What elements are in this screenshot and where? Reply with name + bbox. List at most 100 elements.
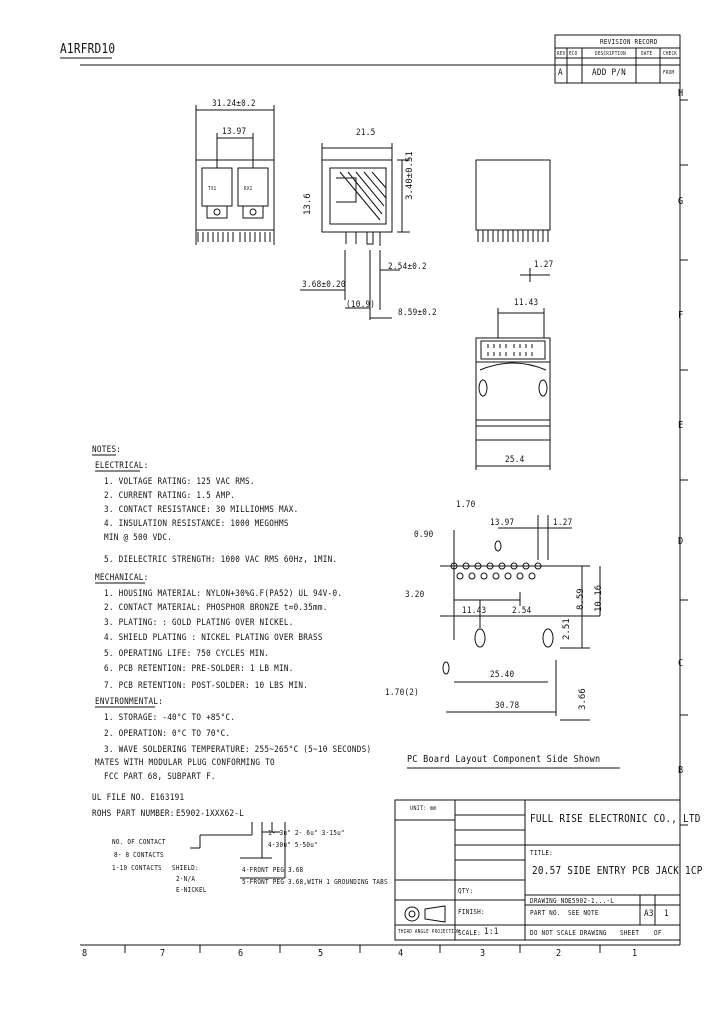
- zone-number-1: 1: [632, 948, 638, 959]
- fcc-note: FCC PART 68, SUBPART F.: [104, 772, 216, 782]
- dim-peg-length: 3.68±0.20: [302, 280, 346, 290]
- zone-letter-f: F: [678, 310, 684, 321]
- shield-option-nickel: E-NICKEL: [176, 886, 207, 894]
- environmental-note-1: 1. STORAGE: -40°C TO +85°C.: [104, 713, 236, 723]
- do-not-scale: DO NOT SCALE DRAWING: [530, 929, 607, 937]
- revision-header-eco: ECO: [569, 51, 578, 57]
- pcb-layout-caption: PC Board Layout Component Side Shown: [407, 754, 601, 765]
- mechanical-note-7: 7. PCB RETENTION: POST-SOLDER: 10 LBS MI…: [104, 681, 309, 691]
- sheet-size: A3: [644, 909, 654, 919]
- pcb-dim-8-59: 8.59: [576, 588, 586, 610]
- zone-number-5: 5: [318, 948, 324, 959]
- zone-number-3: 3: [480, 948, 486, 959]
- scale-value: 1:1: [484, 927, 499, 937]
- mechanical-note-1: 1. HOUSING MATERIAL: NYLON+30%G.F(PA52) …: [104, 589, 343, 599]
- pcb-dim-10-16: 10.16: [594, 584, 604, 612]
- part-number-value: E5902-1XXX62-L: [176, 809, 245, 819]
- revision-header-description: DESCRIPTION: [595, 51, 626, 57]
- electrical-note-5: 5. DIELECTRIC STRENGTH: 1000 VAC RMS 60H…: [104, 555, 338, 565]
- dim-height: 13.6: [303, 193, 313, 215]
- zone-letter-b: B: [678, 765, 684, 776]
- mechanical-header: MECHANICAL:: [95, 573, 149, 583]
- dim-bottom-width: 25.4: [505, 455, 525, 465]
- zone-letter-h: H: [678, 88, 684, 99]
- zone-letter-g: G: [678, 196, 684, 207]
- contacts-title: NO. OF CONTACT: [112, 838, 166, 846]
- drawing-title: 20.57 SIDE ENTRY PCB JACK 1CP: [532, 864, 703, 877]
- dim-side-length: 21.5: [356, 128, 376, 138]
- revision-title: REVISION RECORD: [600, 38, 658, 46]
- pcb-dim-2-51: 2.51: [562, 618, 572, 640]
- part-no-label: PART NO.: [530, 909, 561, 917]
- contacts-option-8: 8- 8 CONTACTS: [114, 851, 164, 859]
- pcb-dim-30-78: 30.78: [495, 701, 520, 711]
- part-no: SEE NOTE: [568, 909, 599, 917]
- projection-label: THIRD ANGLE PROJECTION: [398, 929, 460, 935]
- revision-header-date: DATE: [641, 51, 653, 57]
- revision-rev: A: [558, 68, 563, 78]
- plating-options-2: 4-30u" 5-50u": [268, 841, 318, 849]
- mechanical-note-4: 4. SHIELD PLATING : NICKEL PLATING OVER …: [104, 633, 323, 643]
- document-id: A1RFRD10: [60, 42, 116, 57]
- electrical-note-4: 4. INSULATION RESISTANCE: 1000 MEGOHMS: [104, 519, 289, 529]
- electrical-note-1: 1. VOLTAGE RATING: 125 VAC RMS.: [104, 477, 255, 487]
- mechanical-note-3: 3. PLATING: : GOLD PLATING OVER NICKEL.: [104, 618, 294, 628]
- pcb-dim-1-27: 1.27: [553, 518, 573, 528]
- zone-number-6: 6: [238, 948, 244, 959]
- of-label: OF: [654, 929, 662, 937]
- unit-label: UNIT: mm: [410, 805, 437, 812]
- dim-offset: 3.40±0.51: [405, 151, 415, 200]
- revision-approval: FROM: [663, 70, 675, 76]
- notes-header: NOTES:: [92, 445, 122, 455]
- environmental-header: ENVIRONMENTAL:: [95, 697, 164, 707]
- environmental-note-2: 2. OPERATION: 0°C TO 70°C.: [104, 729, 231, 739]
- port-label-tx: TX1: [208, 186, 217, 192]
- scale-label: SCALE:: [458, 929, 482, 937]
- peg-option-5: 5-FRONT PEG 3.68,WITH 1 GROUNDING TABS: [242, 878, 388, 886]
- zone-number-2: 2: [556, 948, 562, 959]
- mechanical-note-2: 2. CONTACT MATERIAL: PHOSPHOR BRONZE t=0…: [104, 603, 328, 613]
- mechanical-note-5: 5. OPERATING LIFE: 750 CYCLES MIN.: [104, 649, 270, 659]
- drawing-no: E5902-1...-L: [568, 897, 615, 905]
- pcb-dim-13-97: 13.97: [490, 518, 515, 528]
- pcb-dim-1-70: 1.70: [456, 500, 476, 510]
- dim-reference: (10.9): [346, 300, 376, 310]
- dim-overall-width: 31.24±0.2: [212, 99, 256, 109]
- company-name: FULL RISE ELECTRONIC CO., LTD: [530, 812, 701, 825]
- revision-header-check: CHECK: [663, 51, 678, 57]
- dim-back-pitch: 1.27: [534, 260, 554, 270]
- port-label-rx: RX1: [244, 186, 253, 192]
- plating-options-1: 1- 3u" 2- 6u" 3-15u": [268, 829, 345, 837]
- finish-label: FINISH:: [458, 908, 485, 916]
- dim-pin-pitch: 2.54±0.2: [388, 262, 427, 272]
- revision-description: ADD P/N: [592, 68, 627, 78]
- pcb-dim-2-54: 2.54: [512, 606, 532, 616]
- shield-title: SHIELD:: [172, 864, 199, 872]
- zone-letter-e: E: [678, 420, 684, 431]
- pcb-dim-11-43: 11.43: [462, 606, 487, 616]
- pcb-dim-25-40: 25.40: [490, 670, 515, 680]
- revision-header-rev: REV: [557, 51, 566, 57]
- dim-port-pitch: 13.97: [222, 127, 247, 137]
- dim-bottom-pins: 11.43: [514, 298, 539, 308]
- zone-letter-d: D: [678, 536, 684, 547]
- drawing-rev: 1: [664, 909, 669, 919]
- zone-letter-c: C: [678, 658, 684, 669]
- title-label: TITLE:: [530, 849, 554, 857]
- contacts-option-10: 1-10 CONTACTS: [112, 864, 162, 872]
- pcb-dim-3-66: 3.66: [578, 688, 588, 710]
- dim-pin-depth: 8.59±0.2: [398, 308, 437, 318]
- peg-option-4: 4-FRONT PEG 3.68: [242, 866, 304, 874]
- electrical-note-2: 2. CURRENT RATING: 1.5 AMP.: [104, 491, 236, 501]
- rohs-label: ROHS PART NUMBER:: [92, 809, 175, 819]
- drawing-no-label: DRAWING NO.: [530, 897, 573, 905]
- electrical-note-3: 3. CONTACT RESISTANCE: 30 MILLIOHMS MAX.: [104, 505, 299, 515]
- shield-option-na: 2-N/A: [176, 875, 196, 883]
- electrical-header: ELECTRICAL:: [95, 461, 149, 471]
- sheet-label: SHEET: [620, 929, 640, 937]
- pcb-dim-1-70-x2: 1.70(2): [385, 688, 420, 698]
- pcb-dim-0-90: 0.90: [414, 530, 434, 540]
- zone-number-7: 7: [160, 948, 166, 959]
- qty-label: QTY:: [458, 887, 474, 895]
